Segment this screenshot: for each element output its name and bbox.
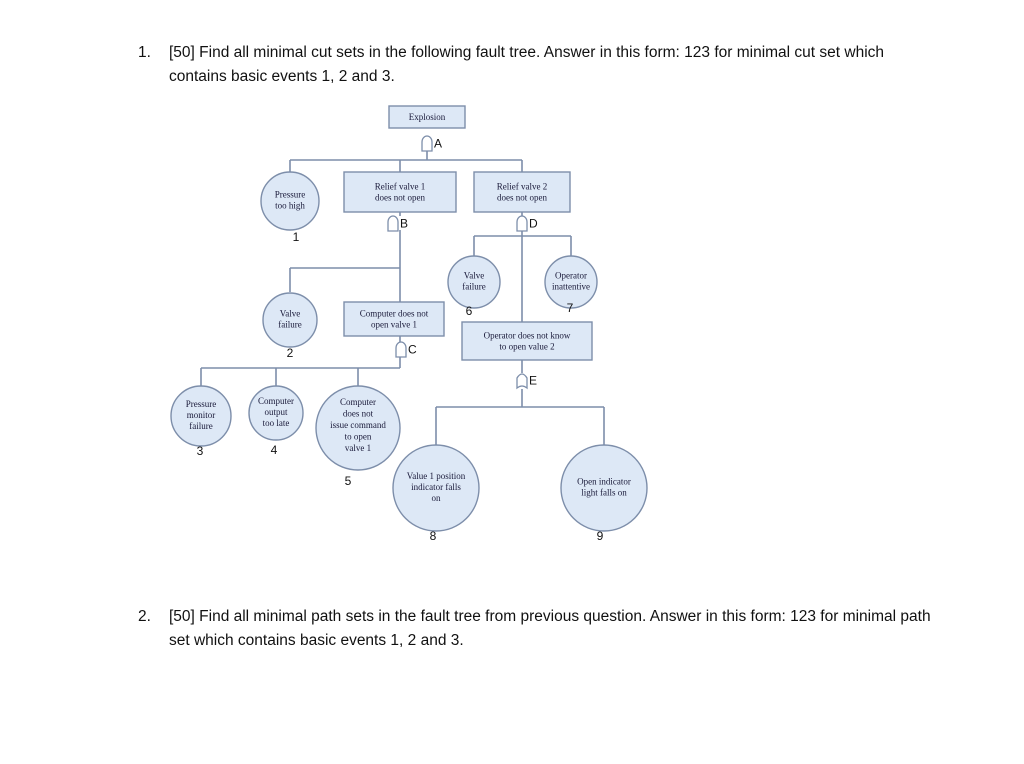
top-event-label: Explosion: [409, 112, 446, 122]
basic-event-label: too high: [275, 201, 305, 211]
question-text: [50] Find all minimal path sets in the f…: [169, 608, 931, 649]
basic-event-number: 1: [293, 230, 300, 244]
basic-event-label: monitor: [187, 410, 216, 420]
logic-gates: A B C D E: [387, 135, 538, 390]
basic-event-label: does not: [343, 409, 374, 419]
basic-event-number: 6: [466, 304, 473, 318]
basic-event-label: failure: [462, 282, 485, 292]
basic-event-number: 4: [271, 443, 278, 457]
gate-a-and-gate: A: [421, 135, 442, 152]
basic-event-label: on: [432, 493, 442, 503]
event-label: does not open: [375, 193, 425, 203]
basic-event-number: 9: [597, 529, 604, 543]
basic-event-number: 7: [567, 301, 574, 315]
basic-event-label: too late: [263, 418, 290, 428]
question-number: 1.: [138, 44, 151, 61]
basic-event-label: failure: [189, 421, 212, 431]
basic-event-label: inattentive: [552, 282, 590, 292]
basic-event-label: Value 1 position: [407, 471, 466, 481]
basic-event-number: 2: [287, 346, 294, 360]
event-label: Relief valve 1: [375, 182, 425, 192]
basic-event-label: Computer: [258, 396, 294, 406]
basic-event-label: Valve: [280, 309, 301, 319]
question-number: 2.: [138, 608, 151, 625]
question-text: [50] Find all minimal cut sets in the fo…: [169, 44, 885, 85]
gate-c-and-gate: C: [395, 341, 417, 358]
basic-event-number: 5: [345, 474, 352, 488]
basic-event-label: indicator falls: [411, 482, 461, 492]
basic-event-number: 3: [197, 444, 204, 458]
gate-label: C: [408, 343, 417, 357]
event-label: Computer does not: [360, 309, 429, 319]
gate-d-and-gate: D: [516, 215, 538, 232]
basic-event-label: Pressure: [186, 399, 217, 409]
basic-event-label: failure: [278, 320, 301, 330]
gate-e-or-gate: E: [516, 373, 537, 390]
basic-event-label: Pressure: [275, 190, 306, 200]
question-2: 2. [50] Find all minimal path sets in th…: [138, 605, 938, 653]
basic-event-label: output: [264, 407, 288, 417]
gate-label: B: [400, 217, 408, 231]
gate-label: E: [529, 374, 537, 388]
event-label: does not open: [497, 193, 547, 203]
gate-label: A: [434, 137, 442, 151]
event-label: open valve 1: [371, 320, 417, 330]
gate-label: D: [529, 217, 538, 231]
basic-event-label: light falls on: [581, 488, 627, 498]
event-label: Relief valve 2: [497, 182, 547, 192]
basic-event-label: valve 1: [345, 443, 371, 453]
event-label: to open value 2: [499, 342, 554, 352]
basic-event-label: Valve: [464, 271, 485, 281]
basic-event-label: to open: [345, 432, 372, 442]
basic-event-number: 8: [430, 529, 437, 543]
top-event-box: Explosion: [388, 105, 466, 129]
event-label: Operator does not know: [484, 331, 571, 341]
basic-event-label: issue command: [330, 420, 386, 430]
basic-event-label: Operator: [555, 271, 587, 281]
question-1: 1. [50] Find all minimal cut sets in the…: [138, 41, 938, 89]
connector-lines: [200, 150, 605, 446]
basic-event-label: Open indicator: [577, 477, 631, 487]
basic-event-label: Computer: [340, 397, 376, 407]
gate-b-and-gate: B: [387, 215, 408, 232]
